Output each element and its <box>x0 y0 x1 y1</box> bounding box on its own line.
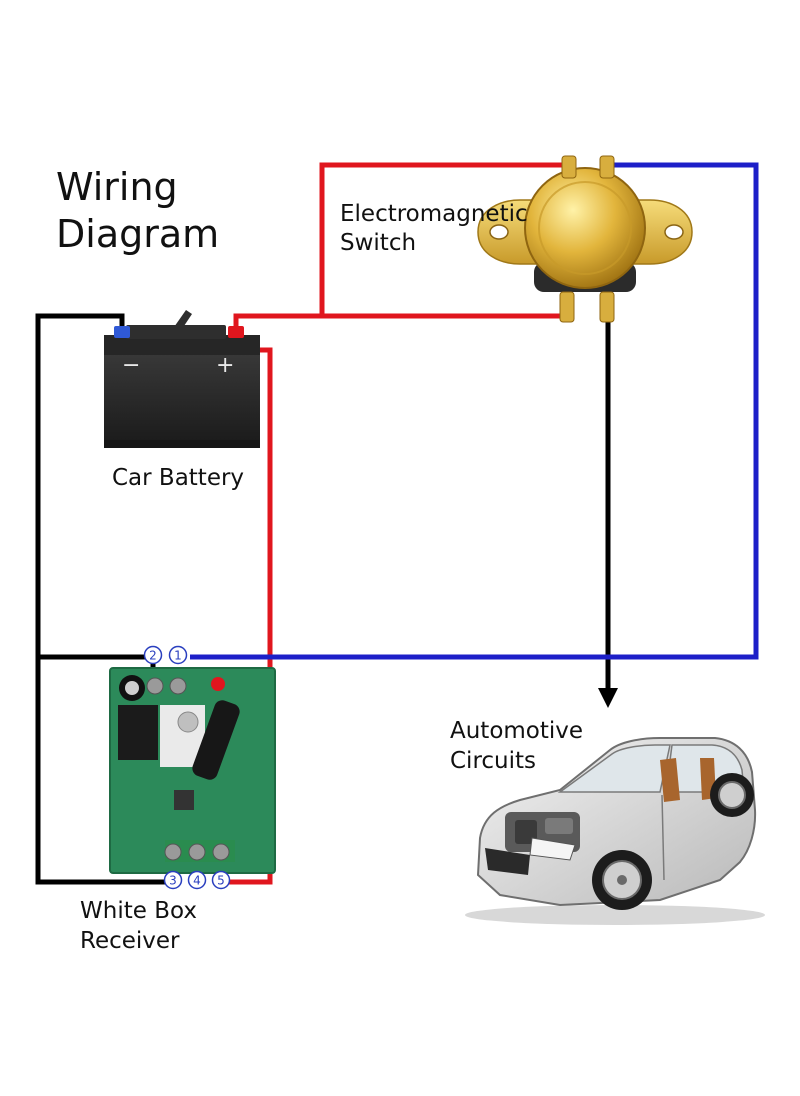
red-wire-battery-positive-to-switch <box>233 313 563 332</box>
solenoid-switch-icon <box>477 155 693 323</box>
terminal-1-badge: 1 <box>168 645 188 665</box>
red-wire-switch-top <box>319 162 568 316</box>
receiver-board-icon <box>109 667 276 874</box>
terminal-4-badge: 4 <box>187 870 207 890</box>
terminal-badges: 2 1 3 4 5 <box>143 645 231 890</box>
terminal-5-badge: 5 <box>211 870 231 890</box>
diagram-title-line2: Diagram <box>56 212 219 256</box>
battery-label: Car Battery <box>112 465 244 491</box>
car-label-line2: Circuits <box>450 748 536 774</box>
car-icon <box>465 737 765 925</box>
car-label-line1: Automotive <box>450 718 583 744</box>
diagram-title-line1: Wiring <box>56 165 178 209</box>
terminal-3-badge: 3 <box>163 870 183 890</box>
switch-label-line2: Switch <box>340 230 416 256</box>
terminal-4-label: 4 <box>193 874 201 888</box>
receiver-label-line1: White Box <box>80 898 197 924</box>
terminal-3-label: 3 <box>169 874 177 888</box>
black-wire-battery-negative <box>35 313 168 885</box>
arrow-head <box>598 688 618 708</box>
battery-negative-sign: − <box>122 353 140 378</box>
receiver-label-line2: Receiver <box>80 928 180 954</box>
battery-positive-sign: + <box>216 353 234 378</box>
terminal-2-badge: 2 <box>143 645 163 665</box>
terminal-1-label: 1 <box>174 649 182 663</box>
terminal-5-label: 5 <box>217 874 225 888</box>
blue-wire-switch-to-terminal-1 <box>190 162 759 660</box>
terminal-2-label: 2 <box>149 649 157 663</box>
switch-label-line1: Electromagnetic <box>340 201 528 227</box>
car-battery-icon: − + <box>104 310 260 448</box>
